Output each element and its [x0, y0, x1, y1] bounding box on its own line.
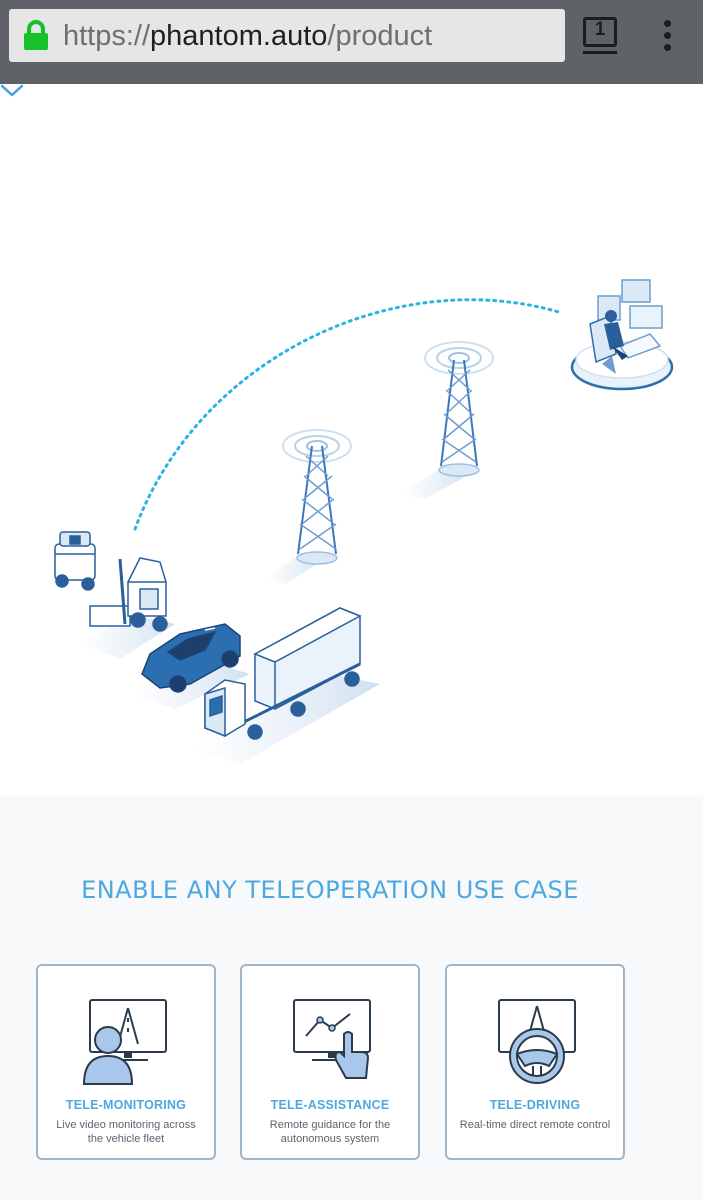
operator-station-icon — [570, 279, 674, 391]
use-cases-section: ENABLE ANY TELEOPERATION USE CASE TELE-M… — [0, 796, 703, 1200]
url-scheme: https:// — [63, 20, 151, 52]
cell-tower-icon — [282, 429, 352, 565]
menu-dot-icon — [664, 20, 671, 27]
browser-toolbar: https://phantom.auto/product 1 — [0, 0, 703, 84]
tab-count: 1 — [594, 19, 606, 40]
card-description: Live video monitoring across the vehicle… — [56, 1119, 196, 1145]
steering-wheel-icon — [498, 999, 576, 1084]
url-text: https://phantom.auto/product — [63, 19, 432, 53]
overflow-menu-button[interactable] — [657, 20, 677, 52]
tab-switcher-button[interactable]: 1 — [583, 17, 619, 55]
menu-dot-icon — [664, 32, 671, 39]
forklift-icon — [89, 557, 168, 632]
hero-section — [0, 84, 703, 796]
card-tele-monitoring[interactable]: TELE-MONITORING Live video monitoring ac… — [36, 964, 216, 1160]
tab-switcher-icon — [583, 17, 617, 47]
monitor-touch-icon — [293, 999, 371, 1079]
card-tele-assistance[interactable]: TELE-ASSISTANCE Remote guidance for the … — [240, 964, 420, 1160]
monitor-person-icon — [82, 999, 167, 1085]
card-description: Remote guidance for the autonomous syste… — [269, 1119, 391, 1145]
card-description: Real-time direct remote control — [459, 1119, 611, 1131]
card-tele-driving[interactable]: TELE-DRIVING Real-time direct remote con… — [445, 964, 625, 1160]
url-host: phantom.auto — [150, 20, 328, 52]
delivery-robot-icon — [54, 531, 96, 591]
chevron-down-icon[interactable] — [0, 84, 24, 98]
card-title: TELE-ASSISTANCE — [270, 1098, 390, 1112]
url-path: /product — [327, 20, 433, 52]
address-bar[interactable]: https://phantom.auto/product — [9, 9, 565, 62]
lock-icon — [24, 20, 48, 50]
teleoperation-illustration — [54, 279, 674, 764]
truck-icon — [204, 607, 362, 740]
card-title: TELE-DRIVING — [489, 1098, 581, 1112]
card-title: TELE-MONITORING — [65, 1098, 187, 1112]
section-title: ENABLE ANY TELEOPERATION USE CASE — [81, 876, 579, 904]
signal-arc — [133, 298, 564, 531]
car-icon — [141, 623, 241, 693]
menu-dot-icon — [664, 44, 671, 51]
cell-tower-icon — [424, 341, 494, 477]
